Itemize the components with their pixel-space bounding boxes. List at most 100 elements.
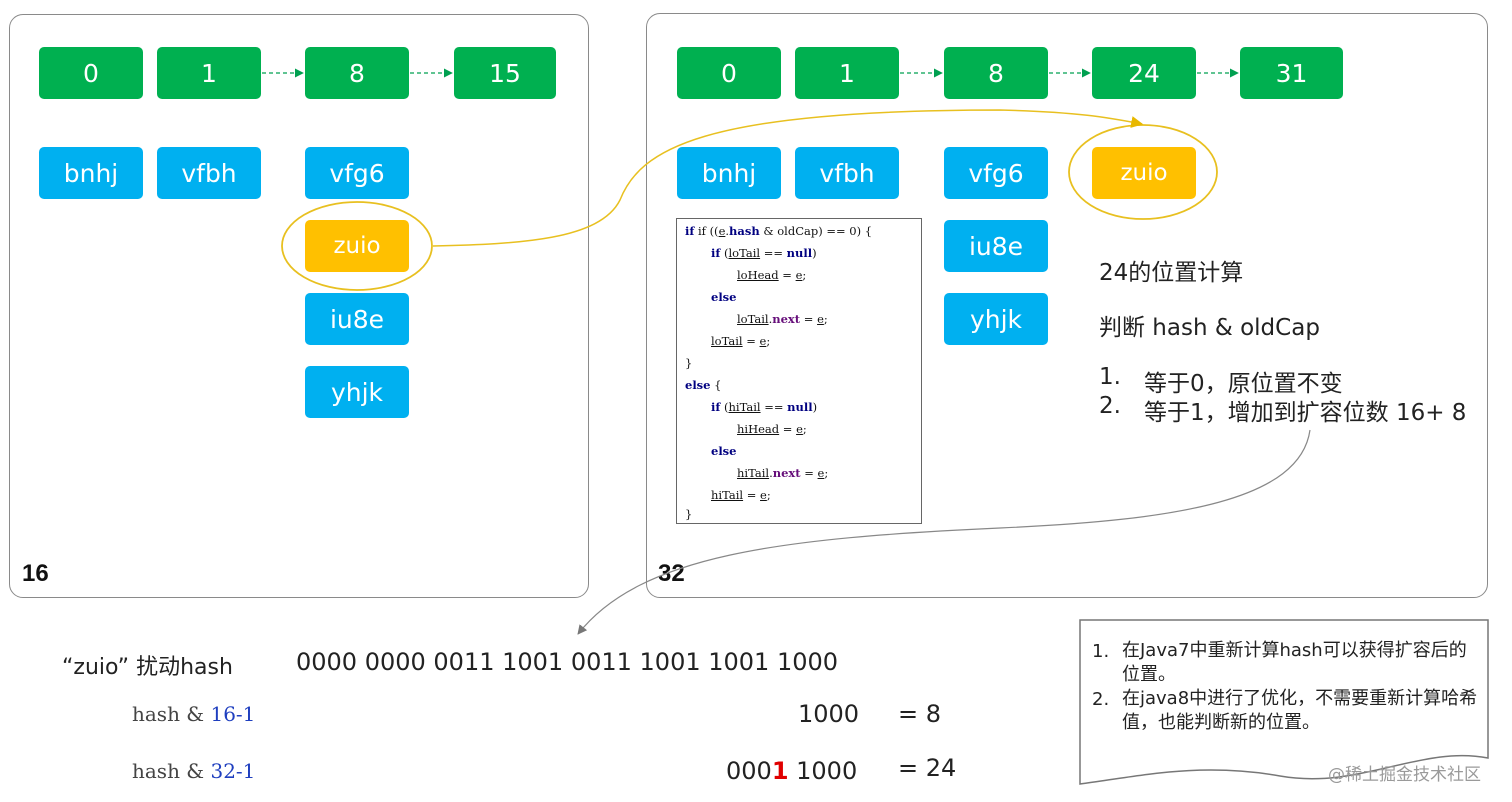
- code-token: =: [778, 268, 796, 282]
- code-token: null: [787, 400, 813, 414]
- code-token: ;: [766, 488, 771, 502]
- code-token: ): [812, 246, 817, 260]
- code-token: e: [817, 312, 824, 326]
- new-entry-iu8e: iu8e: [944, 220, 1048, 272]
- code-line-10: hiHead = e;: [737, 422, 807, 436]
- code-token: else: [711, 290, 737, 304]
- code-token: ==: [760, 246, 787, 260]
- code-token: null: [786, 246, 813, 260]
- note-item-2-number: 2.: [1092, 689, 1110, 710]
- code-token: hiHead: [737, 422, 780, 436]
- highlighted-bit: 1: [771, 757, 789, 785]
- code-line-3: loHead = e;: [737, 268, 806, 282]
- code-line-14: }: [685, 507, 693, 521]
- key-hash-label: “zuio” 扰动hash: [62, 655, 233, 680]
- code-line-9: if (hiTail == null): [711, 400, 817, 414]
- code-token: e: [796, 422, 803, 436]
- mask-16-expression: hash & 16-1: [132, 702, 255, 726]
- code-token: =: [742, 334, 760, 348]
- code-token: =: [800, 312, 818, 326]
- mask-32-expression: hash & 32-1: [132, 759, 255, 783]
- new-bucket-31: 31: [1240, 47, 1343, 99]
- code-token: if: [711, 400, 721, 414]
- code-line-11: else: [711, 444, 736, 458]
- code-line-4: else: [711, 290, 736, 304]
- new-bucket-0: 0: [677, 47, 781, 99]
- code-token: ==: [760, 400, 788, 414]
- old-bucket-8: 8: [305, 47, 409, 99]
- code-token: else: [711, 444, 737, 458]
- code-token: (: [720, 400, 729, 414]
- old-entry-vfg6: vfg6: [305, 147, 409, 199]
- code-token: =: [743, 488, 761, 502]
- mask-32-bits: 0001 1000: [726, 757, 857, 785]
- code-token: =: [800, 466, 818, 480]
- new-entry-bnhj: bnhj: [677, 147, 781, 199]
- code-token: e: [760, 488, 767, 502]
- old-bucket-1: 1: [157, 47, 261, 99]
- code-token: =: [779, 422, 797, 436]
- old-bucket-0: 0: [39, 47, 143, 99]
- old-table-panel: [9, 14, 589, 598]
- code-line-1: if if ((e.hash & oldCap) == 0) {: [685, 224, 872, 238]
- code-line-8: else {: [685, 378, 721, 392]
- code-token: hiTail: [737, 466, 770, 480]
- bits-suffix: 1000: [788, 757, 858, 785]
- old-capacity-label: 16: [22, 560, 49, 587]
- code-token: {: [710, 378, 722, 392]
- explain-item-1-text: 等于0，原位置不变: [1144, 371, 1343, 397]
- new-bucket-8: 8: [944, 47, 1048, 99]
- new-bucket-1: 1: [795, 47, 899, 99]
- code-token: .: [768, 312, 773, 326]
- code-token: hiTail: [728, 400, 761, 414]
- code-token: e: [795, 268, 803, 282]
- code-token: loTail: [737, 312, 769, 326]
- bits-prefix: 000: [726, 757, 772, 785]
- explain-judge: 判断 hash & oldCap: [1099, 315, 1320, 341]
- mask-16-bits: 1000: [798, 700, 860, 728]
- code-line-2: if (loTail == null): [711, 246, 817, 260]
- code-line-12: hiTail.next = e;: [737, 466, 828, 480]
- code-token: hiTail: [711, 488, 744, 502]
- code-token: next: [772, 312, 801, 326]
- explain-item-1-number: 1.: [1099, 364, 1121, 390]
- code-line-7: }: [685, 356, 693, 370]
- old-entry-iu8e: iu8e: [305, 293, 409, 345]
- note-item-1-text: 在Java7中重新计算hash可以获得扩容后的位置。: [1122, 640, 1467, 685]
- code-token: e: [759, 334, 767, 348]
- resize-code-snippet: if if ((e.hash & oldCap) == 0) { if (loT…: [676, 218, 922, 524]
- code-token: loTail: [711, 334, 743, 348]
- watermark: @稀土掘金技术社区: [1328, 765, 1481, 785]
- old-bucket-15: 15: [454, 47, 556, 99]
- new-bucket-24: 24: [1092, 47, 1196, 99]
- explain-title: 24的位置计算: [1099, 260, 1244, 286]
- code-token: loTail: [728, 246, 761, 260]
- old-entry-zuio: zuio: [305, 220, 409, 272]
- mask-32-result: = 24: [898, 754, 957, 782]
- old-entry-vfbh: vfbh: [157, 147, 261, 199]
- code-token: loHead: [737, 268, 779, 282]
- code-token: if ((: [697, 224, 719, 238]
- note-item-2-text: 在java8中进行了优化，不需要重新计算哈希值，也能判断新的位置。: [1122, 688, 1478, 733]
- mask-16-result: = 8: [898, 700, 942, 728]
- code-token: hash: [729, 224, 760, 238]
- code-token: ;: [823, 312, 828, 326]
- code-token: ;: [766, 334, 771, 348]
- code-line-13: hiTail = e;: [711, 488, 771, 502]
- code-token: ;: [802, 268, 807, 282]
- new-entry-vfbh: vfbh: [795, 147, 899, 199]
- hash-bits: 0000 0000 0011 1001 0011 1001 1001 1000: [296, 648, 839, 676]
- code-token: if: [685, 224, 695, 238]
- code-token: else: [685, 378, 711, 392]
- old-entry-bnhj: bnhj: [39, 147, 143, 199]
- code-line-6: loTail = e;: [711, 334, 770, 348]
- code-line-5: loTail.next = e;: [737, 312, 828, 326]
- code-token: next: [772, 466, 801, 480]
- code-token: & oldCap) == 0) {: [759, 224, 873, 238]
- expr-mask: 16-1: [210, 702, 256, 726]
- new-entry-vfg6: vfg6: [944, 147, 1048, 199]
- explain-item-2-text: 等于1，增加到扩容位数 16+ 8: [1144, 400, 1467, 426]
- code-token: ): [812, 400, 818, 414]
- note-item-1-number: 1.: [1092, 641, 1110, 662]
- expr-prefix: hash &: [132, 759, 211, 783]
